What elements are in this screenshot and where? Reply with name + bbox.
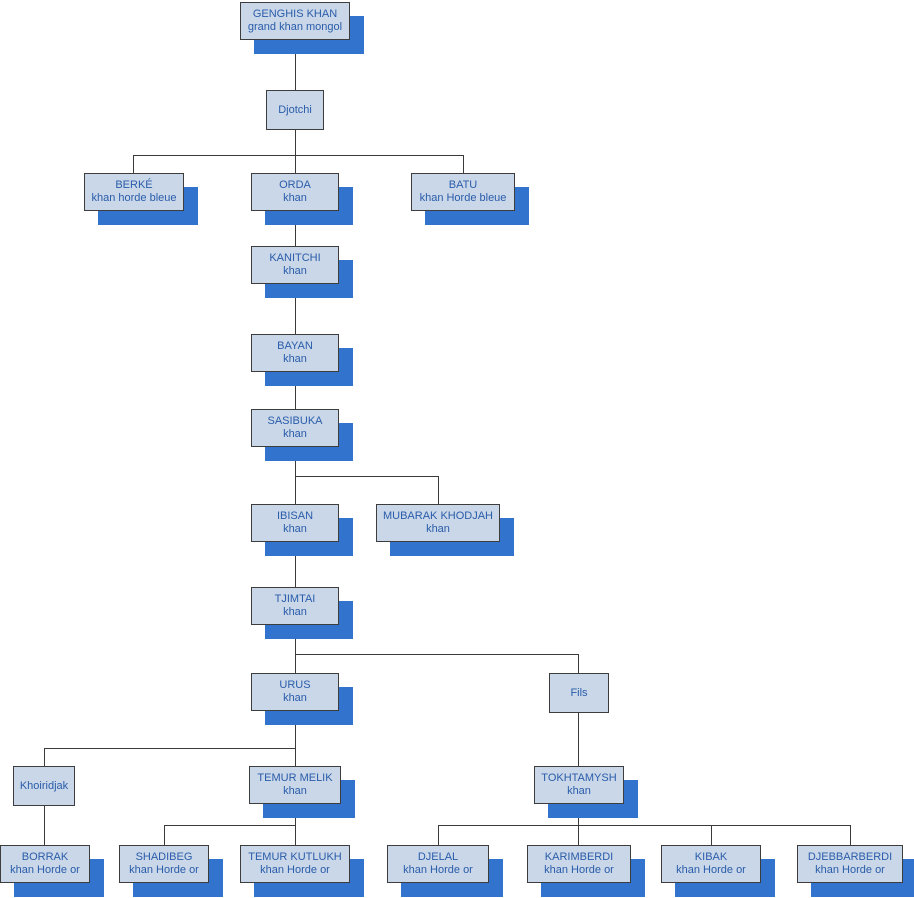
node-name-genghis: GENGHIS KHAN	[252, 8, 338, 21]
node-name-tjimtai: TJIMTAI	[274, 593, 316, 606]
connector-orda-stem-down	[295, 211, 296, 246]
node-khoiridjak[interactable]: Khoiridjak	[13, 766, 75, 806]
connector-tjimtai-stem-down	[295, 625, 296, 673]
node-subtitle-temurkut: khan Horde or	[260, 864, 330, 876]
node-subtitle-urus: khan	[283, 692, 307, 704]
node-name-djebbar: DJEBBARBERDI	[807, 851, 893, 864]
node-fils[interactable]: Fils	[549, 673, 609, 713]
connector-genghis-to-djotchi-stem	[295, 40, 296, 90]
node-subtitle-batu: khan Horde bleue	[419, 192, 507, 204]
node-subtitle-temurmelik: khan	[283, 785, 307, 797]
node-name-kibak: KIBAK	[694, 851, 728, 864]
connector-urus-stem-down	[295, 711, 296, 766]
node-subtitle-genghis: grand khan mongol	[247, 21, 343, 33]
connector-mubarak-drop	[438, 476, 439, 504]
connector-batu-drop	[463, 155, 464, 173]
connector-djebbar-drop	[850, 825, 851, 845]
node-djotchi[interactable]: Djotchi	[266, 90, 324, 130]
connector-tokhtamysh-stem-down	[578, 804, 579, 845]
node-subtitle-karimberdi: khan Horde or	[544, 864, 614, 876]
node-name-orda: ORDA	[279, 179, 311, 192]
node-name-khoiridjak: Khoiridjak	[19, 779, 69, 792]
connector-kanitchi-stem-down	[295, 284, 296, 334]
node-subtitle-berke: khan horde bleue	[91, 192, 177, 204]
connector-khoiridjak-stem-down	[44, 806, 45, 845]
connector-djelal-drop	[438, 825, 439, 845]
connector-sasibuka-children-bar	[295, 476, 439, 477]
node-subtitle-shadibeg: khan Horde or	[129, 864, 199, 876]
node-subtitle-kanitchi: khan	[283, 265, 307, 277]
connector-djotchi-down-stem	[295, 130, 296, 173]
connector-fils-drop	[578, 654, 579, 673]
node-subtitle-tokhtamysh: khan	[567, 785, 591, 797]
node-name-berke: BERKÉ	[115, 179, 153, 192]
node-name-djelal: DJELAL	[417, 851, 459, 864]
node-subtitle-sasibuka: khan	[283, 428, 307, 440]
connector-bayan-stem-down	[295, 372, 296, 409]
node-name-borrak: BORRAK	[21, 851, 69, 864]
node-name-kanitchi: KANITCHI	[269, 252, 321, 265]
node-subtitle-kibak: khan Horde or	[676, 864, 746, 876]
node-subtitle-djelal: khan Horde or	[403, 864, 473, 876]
connector-tjimtai-children-bar	[295, 654, 579, 655]
node-name-shadibeg: SHADIBEG	[135, 851, 193, 864]
connector-sasibuka-stem-down	[295, 447, 296, 504]
node-name-temurkut: TEMUR KUTLUKH	[248, 851, 342, 864]
node-name-fils: Fils	[570, 686, 588, 699]
node-name-sasibuka: SASIBUKA	[267, 415, 323, 428]
connector-shadibeg-drop	[164, 825, 165, 845]
connector-khoiridjak-drop	[44, 748, 45, 766]
connector-djotchi-children-bar	[133, 155, 463, 156]
node-subtitle-djebbar: khan Horde or	[815, 864, 885, 876]
node-subtitle-ibisan: khan	[283, 523, 307, 535]
node-subtitle-mubarak: khan	[426, 523, 450, 535]
connector-berke-drop	[133, 155, 134, 173]
node-name-temurmelik: TEMUR MELIK	[257, 772, 333, 785]
connector-temurmelik-stem-down	[295, 804, 296, 845]
connector-kibak-drop	[711, 825, 712, 845]
node-subtitle-bayan: khan	[283, 353, 307, 365]
node-name-urus: URUS	[279, 679, 311, 692]
connector-fils-stem-down	[578, 713, 579, 766]
connector-ibisan-stem-down	[295, 542, 296, 587]
connector-urus-children-bar	[44, 748, 295, 749]
node-name-tokhtamysh: TOKHTAMYSH	[541, 772, 617, 785]
node-subtitle-borrak: khan Horde or	[10, 864, 80, 876]
node-name-ibisan: IBISAN	[276, 510, 314, 523]
node-name-mubarak: MUBARAK KHODJAH	[382, 510, 494, 523]
node-subtitle-tjimtai: khan	[283, 606, 307, 618]
node-name-karimberdi: KARIMBERDI	[544, 851, 614, 864]
node-name-djotchi: Djotchi	[278, 103, 312, 116]
node-name-batu: BATU	[448, 179, 478, 192]
connector-temurmelik-children-bar	[164, 825, 295, 826]
node-name-bayan: BAYAN	[277, 340, 313, 353]
node-subtitle-orda: khan	[283, 192, 307, 204]
connector-tokhtamysh-children-bar	[438, 825, 850, 826]
